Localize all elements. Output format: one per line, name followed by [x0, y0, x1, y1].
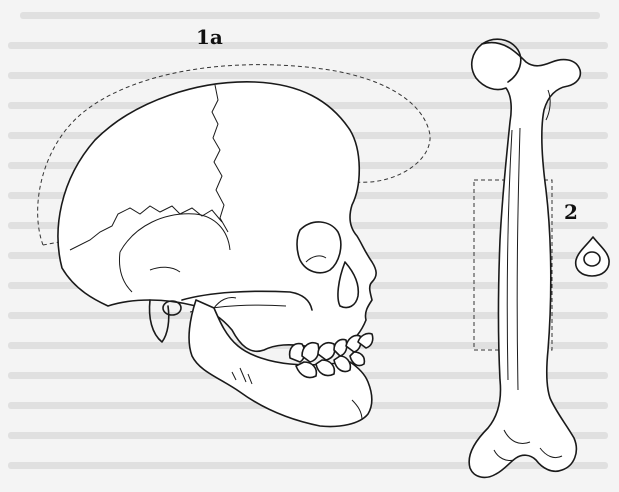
label-section-2: 2: [564, 200, 578, 224]
label-skull-1a: 1a: [196, 25, 223, 49]
